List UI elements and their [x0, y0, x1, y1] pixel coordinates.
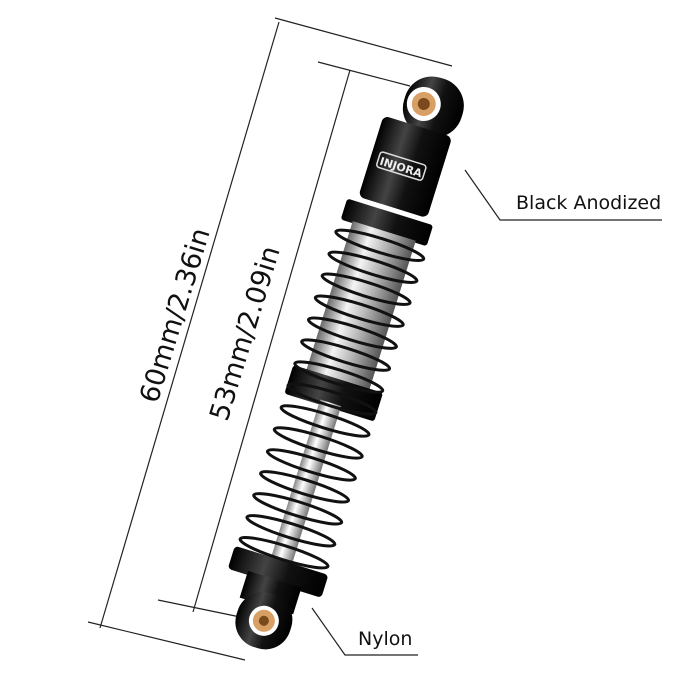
- callout-nylon: Nylon: [358, 628, 413, 650]
- spring-coil: [286, 382, 378, 416]
- spring-coil: [293, 360, 385, 394]
- spring-coil: [300, 338, 392, 372]
- shock-absorber: INJORA (function(){var g=document.curren…: [228, 76, 464, 650]
- spring-coil: [245, 514, 337, 548]
- spring-coil: [320, 272, 412, 306]
- spring-coil: [279, 404, 371, 438]
- spring-coil: [238, 536, 330, 570]
- spring-coil: [327, 250, 419, 284]
- spring-coil: [252, 492, 344, 526]
- spring-coil: [259, 470, 351, 504]
- spring-coil: [313, 294, 405, 328]
- spring-coil: [272, 426, 364, 460]
- callout-black-anodized: Black Anodized: [516, 192, 662, 214]
- spring-coil: [306, 316, 398, 350]
- spring-coil: [265, 448, 357, 482]
- dimension-lines: [87, 17, 662, 661]
- spring-coil: [334, 228, 426, 263]
